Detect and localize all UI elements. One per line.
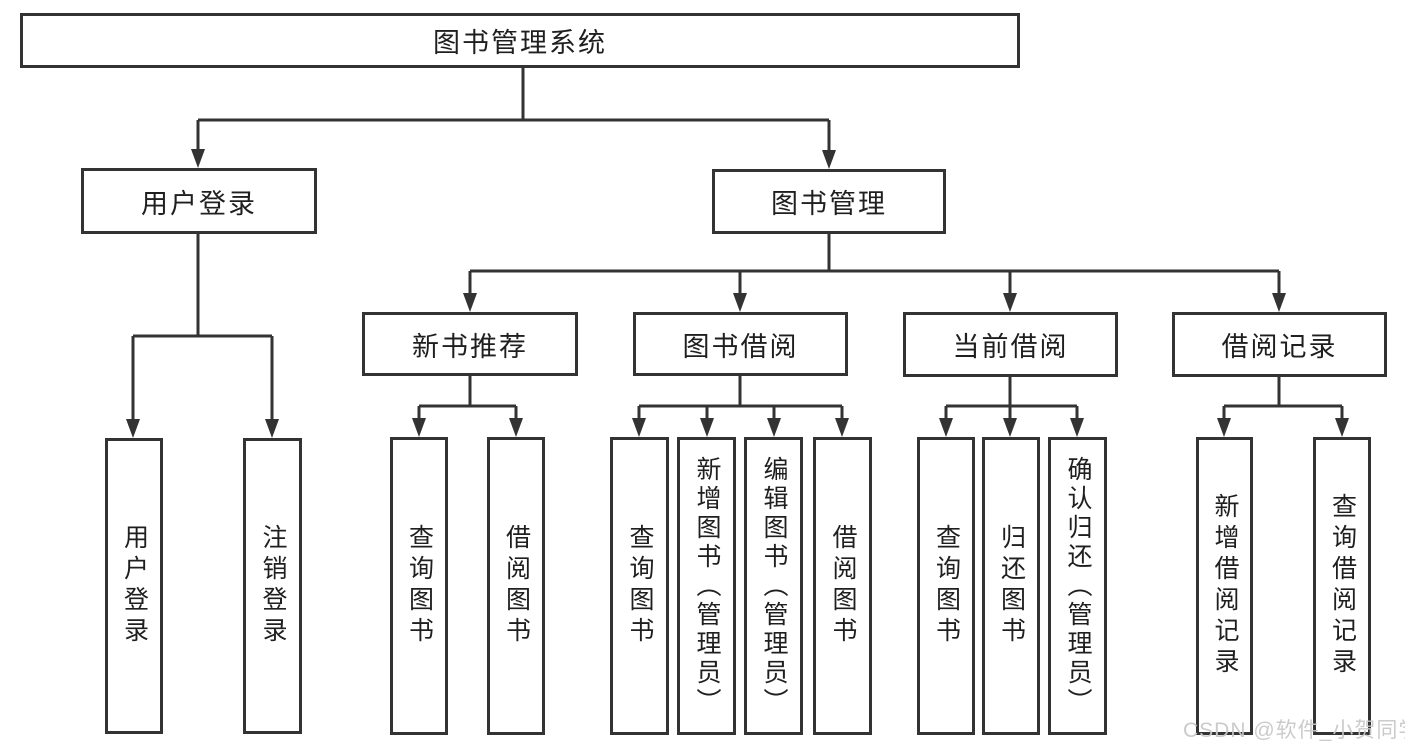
leaf-borrow-books-borrowing: 借阅图书 [813, 437, 872, 735]
leaf-add-borrow-record: 新增借阅记录 [1196, 437, 1253, 735]
node-book-borrowing-label: 图书借阅 [682, 331, 799, 362]
leaf-search-books-current-label: 查询图书 [932, 524, 961, 648]
leaf-edit-book-admin: 编辑图书（管理员） [744, 437, 803, 735]
leaf-user-login: 用户登录 [105, 438, 163, 734]
leaf-return-books: 归还图书 [982, 437, 1040, 735]
leaf-search-books-recommend: 查询图书 [390, 437, 448, 735]
node-borrowing-records: 借阅记录 [1172, 312, 1387, 377]
leaf-search-borrow-record: 查询借阅记录 [1313, 437, 1371, 735]
leaf-confirm-return-admin: 确认归还（管理员） [1048, 437, 1107, 735]
leaf-borrow-books-recommend-label: 借阅图书 [502, 524, 531, 648]
leaf-add-borrow-record-label: 新增借阅记录 [1211, 493, 1239, 679]
leaf-search-books-borrowing: 查询图书 [610, 437, 669, 735]
leaf-borrow-books-recommend: 借阅图书 [487, 437, 545, 735]
node-user-login: 用户登录 [81, 168, 317, 234]
node-current-borrowing-label: 当前借阅 [952, 332, 1069, 362]
leaf-logout-label: 注销登录 [259, 524, 287, 648]
leaf-add-book-admin: 新增图书（管理员） [677, 437, 736, 735]
leaf-search-books-borrowing-label: 查询图书 [626, 524, 654, 648]
leaf-borrow-books-borrowing-label: 借阅图书 [829, 524, 857, 648]
node-library-management-system: 图书管理系统 [20, 13, 1020, 68]
leaf-edit-book-admin-label: 编辑图书（管理员） [760, 455, 788, 717]
node-book-management: 图书管理 [712, 169, 946, 234]
node-new-book-recommendation-label: 新书推荐 [412, 331, 528, 362]
leaf-return-books-label: 归还图书 [997, 524, 1026, 648]
node-library-management-system-label: 图书管理系统 [433, 28, 607, 58]
node-book-borrowing: 图书借阅 [633, 312, 848, 376]
leaf-search-books-recommend-label: 查询图书 [405, 524, 434, 648]
leaf-search-books-current: 查询图书 [917, 437, 975, 735]
node-user-login-label: 用户登录 [141, 188, 257, 219]
node-book-management-label: 图书管理 [771, 189, 887, 219]
watermark: CSDN @软件_小贺同学 [1183, 719, 1405, 742]
leaf-confirm-return-admin-label: 确认归还（管理员） [1064, 455, 1092, 717]
node-current-borrowing: 当前借阅 [903, 312, 1118, 377]
leaf-search-borrow-record-label: 查询借阅记录 [1328, 493, 1357, 679]
node-borrowing-records-label: 借阅记录 [1221, 332, 1338, 362]
leaf-user-login-label: 用户登录 [120, 524, 149, 648]
leaf-add-book-admin-label: 新增图书（管理员） [693, 455, 721, 717]
leaf-logout: 注销登录 [243, 438, 302, 734]
node-new-book-recommendation: 新书推荐 [362, 312, 578, 376]
